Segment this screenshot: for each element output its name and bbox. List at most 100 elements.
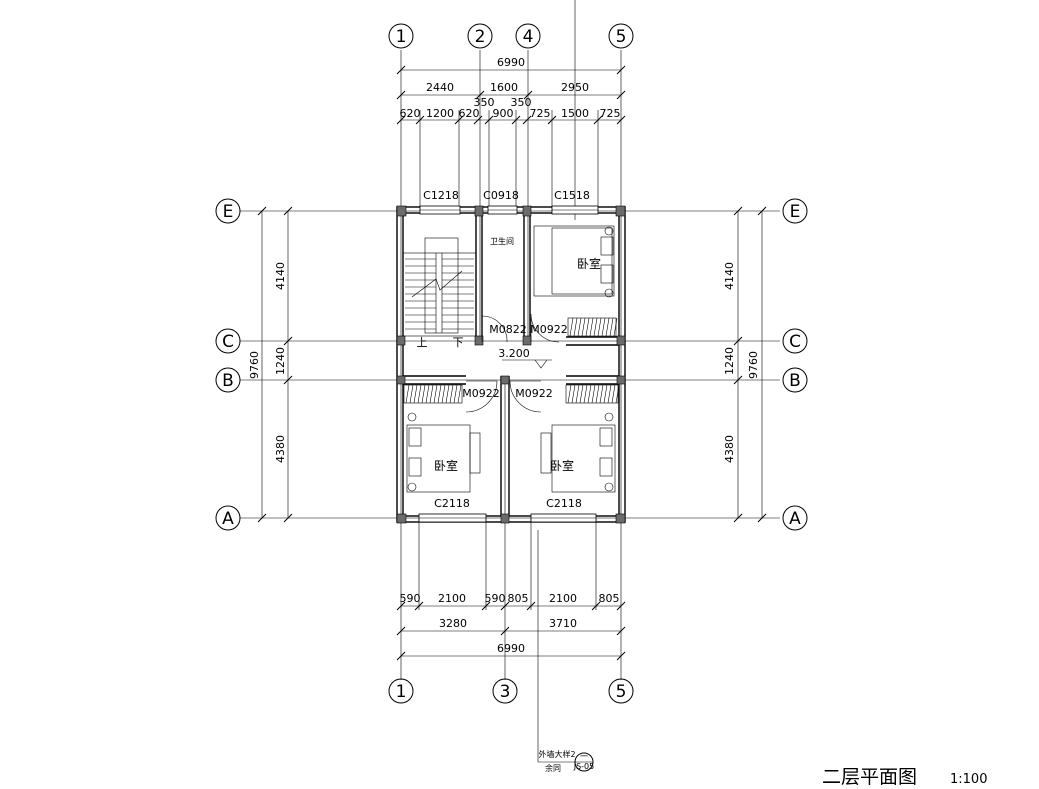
axis-bubble-top-4: 4 — [515, 23, 541, 49]
structural-columns — [396, 205, 626, 524]
svg-text:A: A — [789, 509, 801, 529]
svg-text:C2118: C2118 — [546, 497, 582, 510]
window-c1218: C1218 — [419, 189, 461, 215]
svg-text:805: 805 — [508, 592, 529, 605]
axis-bubble-right-A: A — [782, 505, 808, 531]
door-m0922-right: M0922 — [509, 380, 553, 413]
svg-text:2100: 2100 — [549, 592, 577, 605]
svg-text:M0822: M0822 — [489, 323, 527, 336]
door-m0822: M0822 — [481, 315, 527, 343]
svg-text:4: 4 — [523, 27, 534, 47]
svg-text:1240: 1240 — [723, 347, 736, 375]
svg-text:4140: 4140 — [723, 262, 736, 290]
windows: C1218 C0918 C1518 C2118 C2118 — [418, 189, 599, 523]
svg-text:A: A — [222, 509, 234, 529]
svg-text:2: 2 — [475, 27, 486, 47]
svg-text:2950: 2950 — [561, 81, 589, 94]
axis-bubble-top-1: 1 — [388, 23, 414, 49]
axis-bubble-left-B: B — [215, 367, 241, 393]
axis-bubble-bottom-3: 3 — [492, 678, 518, 704]
svg-text:5: 5 — [616, 682, 627, 702]
svg-text:590: 590 — [400, 592, 421, 605]
bedroom-se: 卧室 — [540, 384, 620, 493]
svg-text:725: 725 — [530, 107, 551, 120]
svg-text:M0922: M0922 — [530, 323, 568, 336]
svg-text:1600: 1600 — [490, 81, 518, 94]
svg-text:C2118: C2118 — [434, 497, 470, 510]
page-title: 二层平面图 — [822, 766, 917, 788]
bedroom-sw: 卧室 — [403, 384, 481, 493]
svg-text:350: 350 — [511, 96, 532, 109]
svg-text:3.200: 3.200 — [498, 347, 530, 360]
axis-bubble-right-E: E — [782, 198, 808, 224]
svg-text:590: 590 — [485, 592, 506, 605]
svg-text:9760: 9760 — [747, 351, 760, 379]
window-c2118-left: C2118 — [418, 497, 487, 523]
scale-label: 1:100 — [950, 772, 987, 787]
window-c1518: C1518 — [551, 189, 599, 215]
svg-text:卧室: 卧室 — [434, 458, 458, 473]
axis-bubble-bottom-5: 5 — [608, 678, 634, 704]
svg-text:725: 725 — [600, 107, 621, 120]
svg-text:卫生间: 卫生间 — [490, 236, 514, 246]
axis-bubble-right-B: B — [782, 367, 808, 393]
axis-bubble-top-5: 5 — [608, 23, 634, 49]
svg-text:900: 900 — [493, 107, 514, 120]
window-c2118-right: C2118 — [530, 497, 597, 523]
bottom-dimensions: 590 2100 590 805 2100 805 3280 3710 6990 — [396, 518, 626, 661]
axis-bubble-left-C: C — [215, 328, 241, 354]
svg-text:C1218: C1218 — [423, 189, 459, 202]
svg-text:M0922: M0922 — [462, 387, 500, 400]
top-dimensions: 6990 2440 1600 2950 350 350 620 1200 620… — [396, 56, 626, 211]
axis-bubble-left-A: A — [215, 505, 241, 531]
staircase: 上 下 — [402, 237, 477, 349]
svg-text:C: C — [789, 332, 801, 352]
svg-text:5: 5 — [616, 27, 627, 47]
axis-bubble-left-E: E — [215, 198, 241, 224]
svg-text:6990: 6990 — [497, 642, 525, 655]
svg-text:1500: 1500 — [561, 107, 589, 120]
svg-text:C0918: C0918 — [483, 189, 519, 202]
axis-bubble-bottom-1: 1 — [388, 678, 414, 704]
svg-text:4380: 4380 — [274, 435, 287, 463]
svg-text:E: E — [790, 202, 801, 222]
svg-text:卧室: 卧室 — [550, 458, 574, 473]
bathroom: 卫生间 — [490, 236, 514, 246]
svg-text:4140: 4140 — [274, 262, 287, 290]
bedroom-ne: 卧室 — [533, 225, 618, 337]
walls — [396, 206, 626, 523]
door-m0922-upper: M0922 — [530, 313, 568, 343]
svg-text:JS-05: JS-05 — [573, 762, 595, 771]
svg-text:B: B — [222, 371, 234, 391]
svg-text:一: 一 — [580, 752, 588, 761]
svg-text:1: 1 — [396, 682, 407, 702]
svg-text:1: 1 — [396, 27, 407, 47]
svg-text:4380: 4380 — [723, 435, 736, 463]
svg-text:卧室: 卧室 — [577, 256, 601, 271]
svg-text:3: 3 — [500, 682, 511, 702]
svg-text:620: 620 — [459, 107, 480, 120]
svg-text:上: 上 — [417, 336, 428, 349]
svg-text:1200: 1200 — [426, 107, 454, 120]
svg-text:M0922: M0922 — [515, 387, 553, 400]
axis-bubble-top-2: 2 — [467, 23, 493, 49]
svg-text:2100: 2100 — [438, 592, 466, 605]
door-m0922-left: M0922 — [462, 380, 500, 413]
svg-text:2440: 2440 — [426, 81, 454, 94]
svg-text:下: 下 — [453, 336, 464, 349]
svg-text:3280: 3280 — [439, 617, 467, 630]
svg-text:E: E — [223, 202, 234, 222]
detail-reference: 外墙大样2 余同 一 JS-05 — [538, 749, 594, 773]
axis-bubble-right-C: C — [782, 328, 808, 354]
svg-text:350: 350 — [474, 96, 495, 109]
elevation-marker: 3.200 — [498, 347, 552, 369]
svg-text:外墙大样2: 外墙大样2 — [538, 749, 575, 759]
svg-text:3710: 3710 — [549, 617, 577, 630]
drawing-title: 二层平面图 1:100 — [822, 766, 987, 788]
svg-text:805: 805 — [599, 592, 620, 605]
svg-text:6990: 6990 — [497, 56, 525, 69]
window-c0918: C0918 — [483, 189, 519, 215]
svg-text:9760: 9760 — [248, 351, 261, 379]
doors: M0822 M0922 M0922 M0922 — [462, 313, 568, 413]
